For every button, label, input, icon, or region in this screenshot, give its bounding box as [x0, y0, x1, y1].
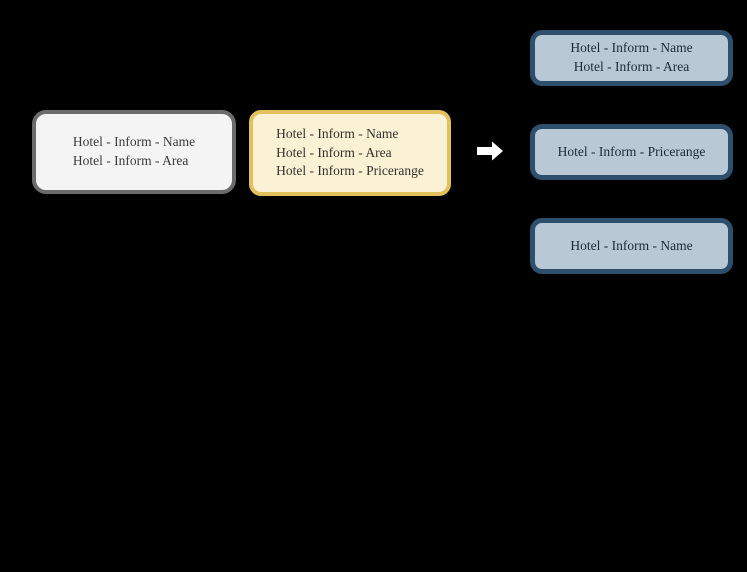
dialog-act-line: Hotel - Inform - Area: [573, 59, 690, 74]
dialog-act-line: Hotel - Inform - Area: [276, 144, 392, 160]
dialog-act-line: Hotel - Inform - Name: [570, 40, 693, 56]
dialog-act-node-blue-3[interactable]: Hotel - Inform - Name: [530, 218, 733, 274]
dialog-act-line: Hotel - Inform - Name: [570, 237, 693, 253]
dialog-act-node-blue-2-lines: Hotel - Inform - Pricerange: [558, 143, 706, 162]
dialog-act-line: Hotel - Inform - Name: [72, 134, 196, 150]
dialog-act-node-yellow[interactable]: Hotel - Inform - Name Hotel - Inform - A…: [249, 110, 451, 196]
arrow-right-icon: [477, 141, 503, 161]
dialog-act-line: Hotel - Inform - Area: [72, 153, 189, 168]
dialog-act-node-blue-1[interactable]: Hotel - Inform - Name Hotel - Inform - A…: [530, 30, 733, 86]
dialog-act-node-gray-lines: Hotel - Inform - Name Hotel - Inform - A…: [73, 133, 195, 170]
dialog-act-line: Hotel - Inform - Pricerange: [557, 143, 706, 159]
dialog-act-node-blue-1-lines: Hotel - Inform - Name Hotel - Inform - A…: [570, 39, 692, 76]
dialog-act-line: Hotel - Inform - Name: [276, 126, 399, 142]
dialog-act-node-blue-2[interactable]: Hotel - Inform - Pricerange: [530, 124, 733, 180]
dialog-act-node-gray[interactable]: Hotel - Inform - Name Hotel - Inform - A…: [32, 110, 236, 194]
dialog-act-line: Hotel - Inform - Pricerange: [276, 163, 424, 179]
dialog-act-node-yellow-lines: Hotel - Inform - Name Hotel - Inform - A…: [276, 125, 424, 181]
dialog-act-node-blue-3-lines: Hotel - Inform - Name: [570, 237, 692, 256]
